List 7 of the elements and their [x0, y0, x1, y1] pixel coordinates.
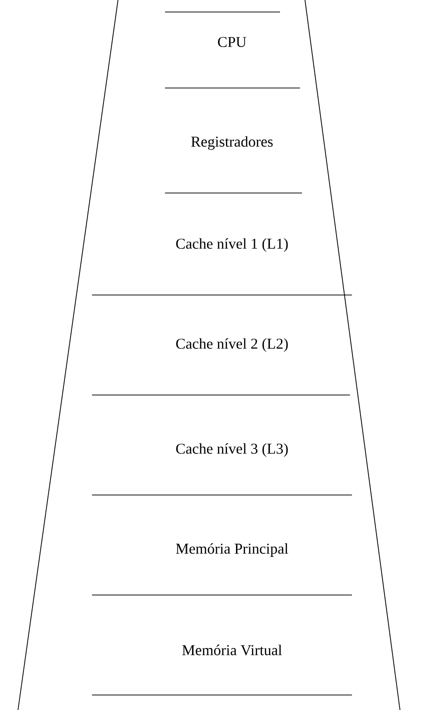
level-label: Memória Virtual — [182, 644, 282, 656]
level-label: Registradores — [191, 136, 273, 150]
level-label: Memória Principal — [176, 543, 288, 557]
level-label: CPU — [218, 36, 246, 48]
level-label: Cache nível 2 (L2) — [176, 338, 288, 352]
level-label: Cache nível 1 (L1) — [176, 238, 288, 252]
level-label: Cache nível 3 (L3) — [176, 443, 288, 457]
